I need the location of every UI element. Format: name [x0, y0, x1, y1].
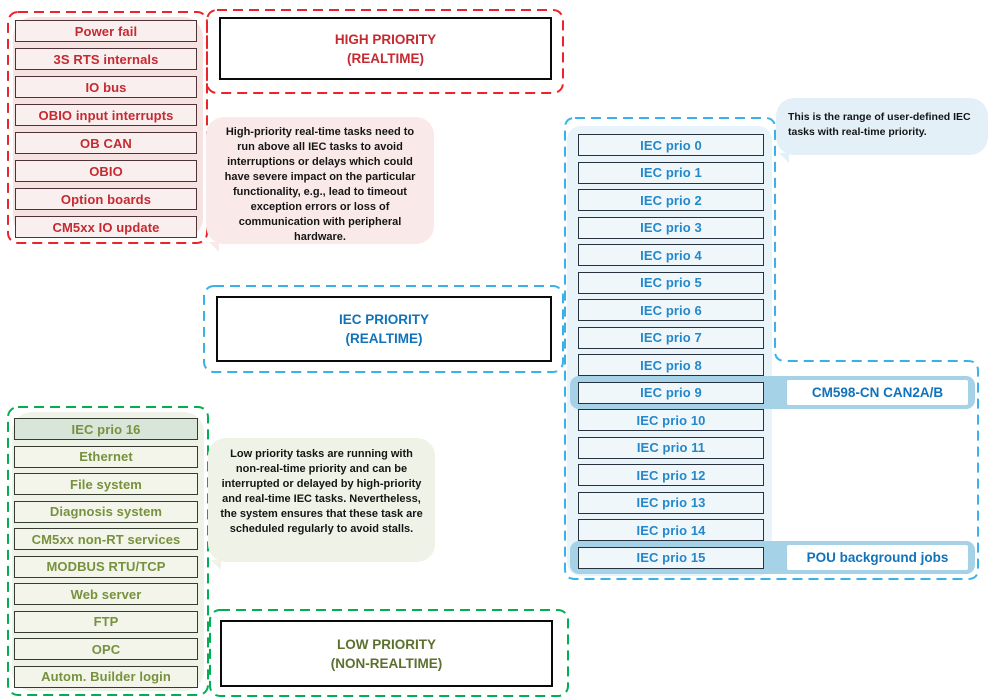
- iec-prio-box: IEC prio 6: [578, 299, 764, 321]
- low-task-box: Diagnosis system: [14, 500, 198, 523]
- high-priority-title-line2: (REALTIME): [347, 50, 424, 66]
- prio15-label: POU background jobs: [787, 545, 968, 570]
- high-priority-title-line1: HIGH PRIORITY: [334, 31, 437, 47]
- low-task-box: Autom. Builder login: [14, 665, 198, 688]
- low-task-box: FTP: [14, 610, 198, 633]
- iec-prio-box: IEC prio 9: [578, 381, 764, 404]
- high-task-box: OB CAN: [15, 132, 197, 154]
- iec-prio-box: IEC prio 14: [578, 519, 764, 541]
- iec-prio-box: IEC prio 4: [578, 244, 764, 266]
- low-priority-title: LOW PRIORITY (NON-REALTIME): [220, 620, 553, 687]
- high-task-box: CM5xx IO update: [15, 216, 197, 238]
- iec-priority-title-line2: (REALTIME): [345, 331, 423, 346]
- iec-priority-title: IEC PRIORITY (REALTIME): [216, 296, 552, 362]
- low-priority-note-bubble: Low priority tasks are running with non-…: [208, 438, 435, 570]
- iec-prio-box: IEC prio 5: [578, 271, 764, 294]
- low-task-box: Ethernet: [14, 445, 198, 468]
- high-task-box: OBIO: [15, 160, 197, 182]
- iec-range-note-bubble: This is the range of user-defined IEC ta…: [776, 98, 988, 163]
- iec-priority-title-line1: IEC PRIORITY: [338, 312, 429, 327]
- iec-prio-box: IEC prio 15: [578, 546, 764, 569]
- low-task-box: Web server: [14, 583, 198, 605]
- prio9-label: CM598-CN CAN2A/B: [787, 380, 968, 405]
- high-task-box: Option boards: [15, 188, 197, 210]
- high-priority-title: HIGH PRIORITY (REALTIME): [219, 17, 552, 80]
- high-task-box: Power fail: [15, 20, 197, 42]
- iec-prio-box: IEC prio 8: [578, 354, 764, 376]
- iec-prio-box: IEC prio 1: [578, 161, 764, 184]
- iec-prio-box: IEC prio 11: [578, 436, 764, 459]
- low-priority-title-line2: (NON-REALTIME): [330, 655, 443, 671]
- iec-prio-box: IEC prio 2: [578, 189, 764, 211]
- high-priority-note-bubble: High-priority real-time tasks need to ru…: [206, 117, 434, 252]
- high-task-box: 3S RTS internals: [15, 48, 197, 70]
- iec-prio-box: IEC prio 7: [578, 326, 764, 349]
- low-task-box: OPC: [14, 638, 198, 660]
- iec-prio-box: IEC prio 3: [578, 216, 764, 239]
- low-task-box: IEC prio 16: [14, 418, 198, 440]
- iec-prio-list: IEC prio 0 IEC prio 1 IEC prio 2 IEC prio 3…: [578, 134, 764, 569]
- low-task-box: CM5xx non-RT services: [14, 528, 198, 550]
- low-priority-title-line1: LOW PRIORITY: [337, 636, 436, 652]
- iec-prio-box: IEC prio 13: [578, 491, 764, 514]
- high-task-box: OBIO input interrupts: [15, 104, 197, 126]
- iec-prio-box: IEC prio 0: [578, 134, 764, 156]
- low-task-box: MODBUS RTU/TCP: [14, 555, 198, 578]
- iec-prio-box: IEC prio 10: [578, 409, 764, 431]
- low-task-box: File system: [14, 473, 198, 495]
- high-task-box: IO bus: [15, 76, 197, 98]
- iec-prio-box: IEC prio 12: [578, 464, 764, 486]
